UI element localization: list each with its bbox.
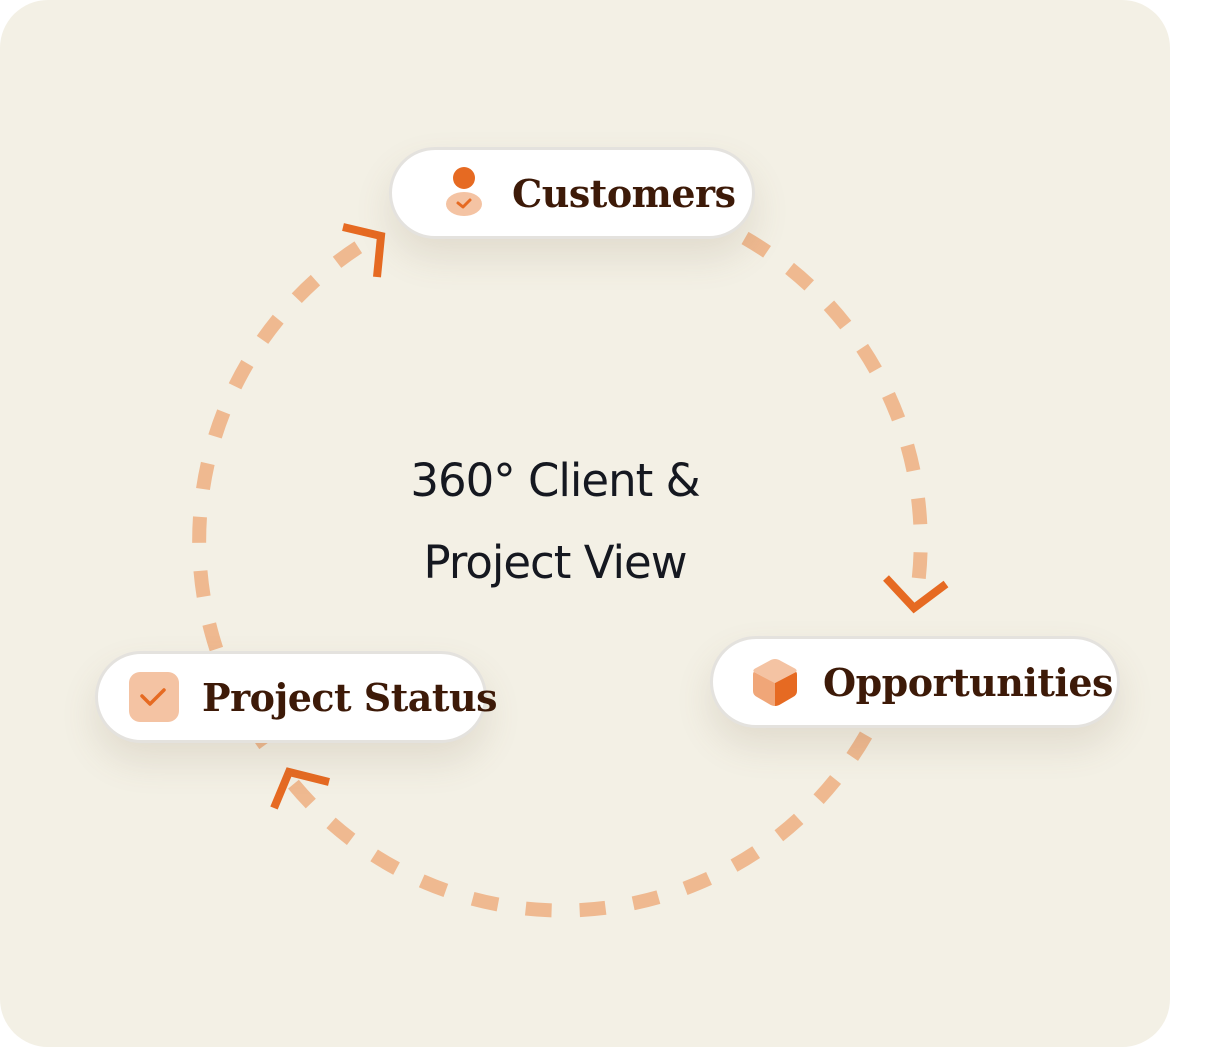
node-label: Opportunities bbox=[823, 659, 1113, 705]
node-project-status: Project Status bbox=[95, 651, 497, 743]
cube-icon bbox=[749, 656, 801, 708]
title-line-2: Project View bbox=[423, 536, 687, 589]
node-label: Customers bbox=[512, 170, 736, 216]
node-opportunities: Opportunities bbox=[710, 636, 1120, 728]
dashed-arc-customers-to-opportunities bbox=[741, 231, 928, 586]
checkbox-icon bbox=[128, 671, 180, 723]
user-check-icon bbox=[444, 167, 484, 219]
node-customers: Customers bbox=[389, 147, 755, 239]
dashed-arc-project-to-customers bbox=[192, 233, 374, 750]
arrowhead-to-project-icon bbox=[270, 767, 330, 810]
arrowhead-to-customers-icon bbox=[342, 223, 386, 278]
dashed-arc-opportunities-to-project bbox=[284, 731, 873, 918]
title-line-1: 360° Client & bbox=[410, 454, 700, 507]
node-label: Project Status bbox=[202, 674, 497, 720]
arrowhead-to-opportunities-icon bbox=[883, 575, 949, 614]
diagram-title: 360° Client & Project View bbox=[355, 440, 755, 604]
